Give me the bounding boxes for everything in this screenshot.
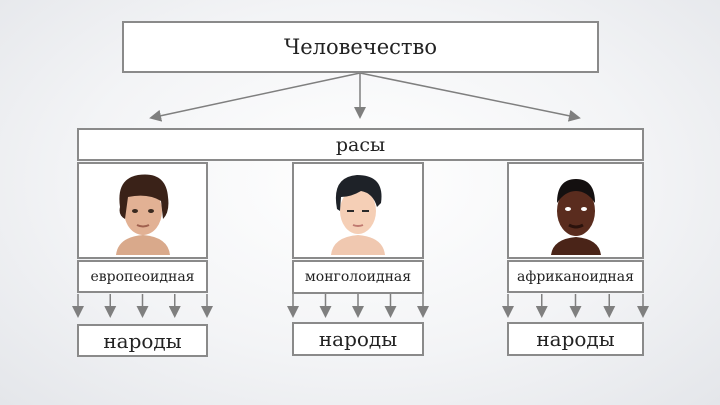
caucasian-face-icon <box>115 173 170 255</box>
race-label-caucasian: европеоидная <box>77 260 208 293</box>
peoples-box-african: народы <box>507 322 644 356</box>
african-face-icon <box>550 178 601 255</box>
peoples-box-caucasian: народы <box>77 324 208 357</box>
race-label-african: африканоидная <box>507 260 644 293</box>
african-image-box <box>507 162 644 259</box>
mongoloid-image-box <box>292 162 424 259</box>
peoples-box-mongoloid: народы <box>292 322 424 356</box>
race-label-mongoloid: монголоидная <box>292 260 424 294</box>
caucasian-image-box <box>77 162 208 259</box>
humanity-title-box: Человечество <box>122 21 599 73</box>
mongoloid-face-icon <box>331 174 385 255</box>
races-box: расы <box>77 128 644 161</box>
